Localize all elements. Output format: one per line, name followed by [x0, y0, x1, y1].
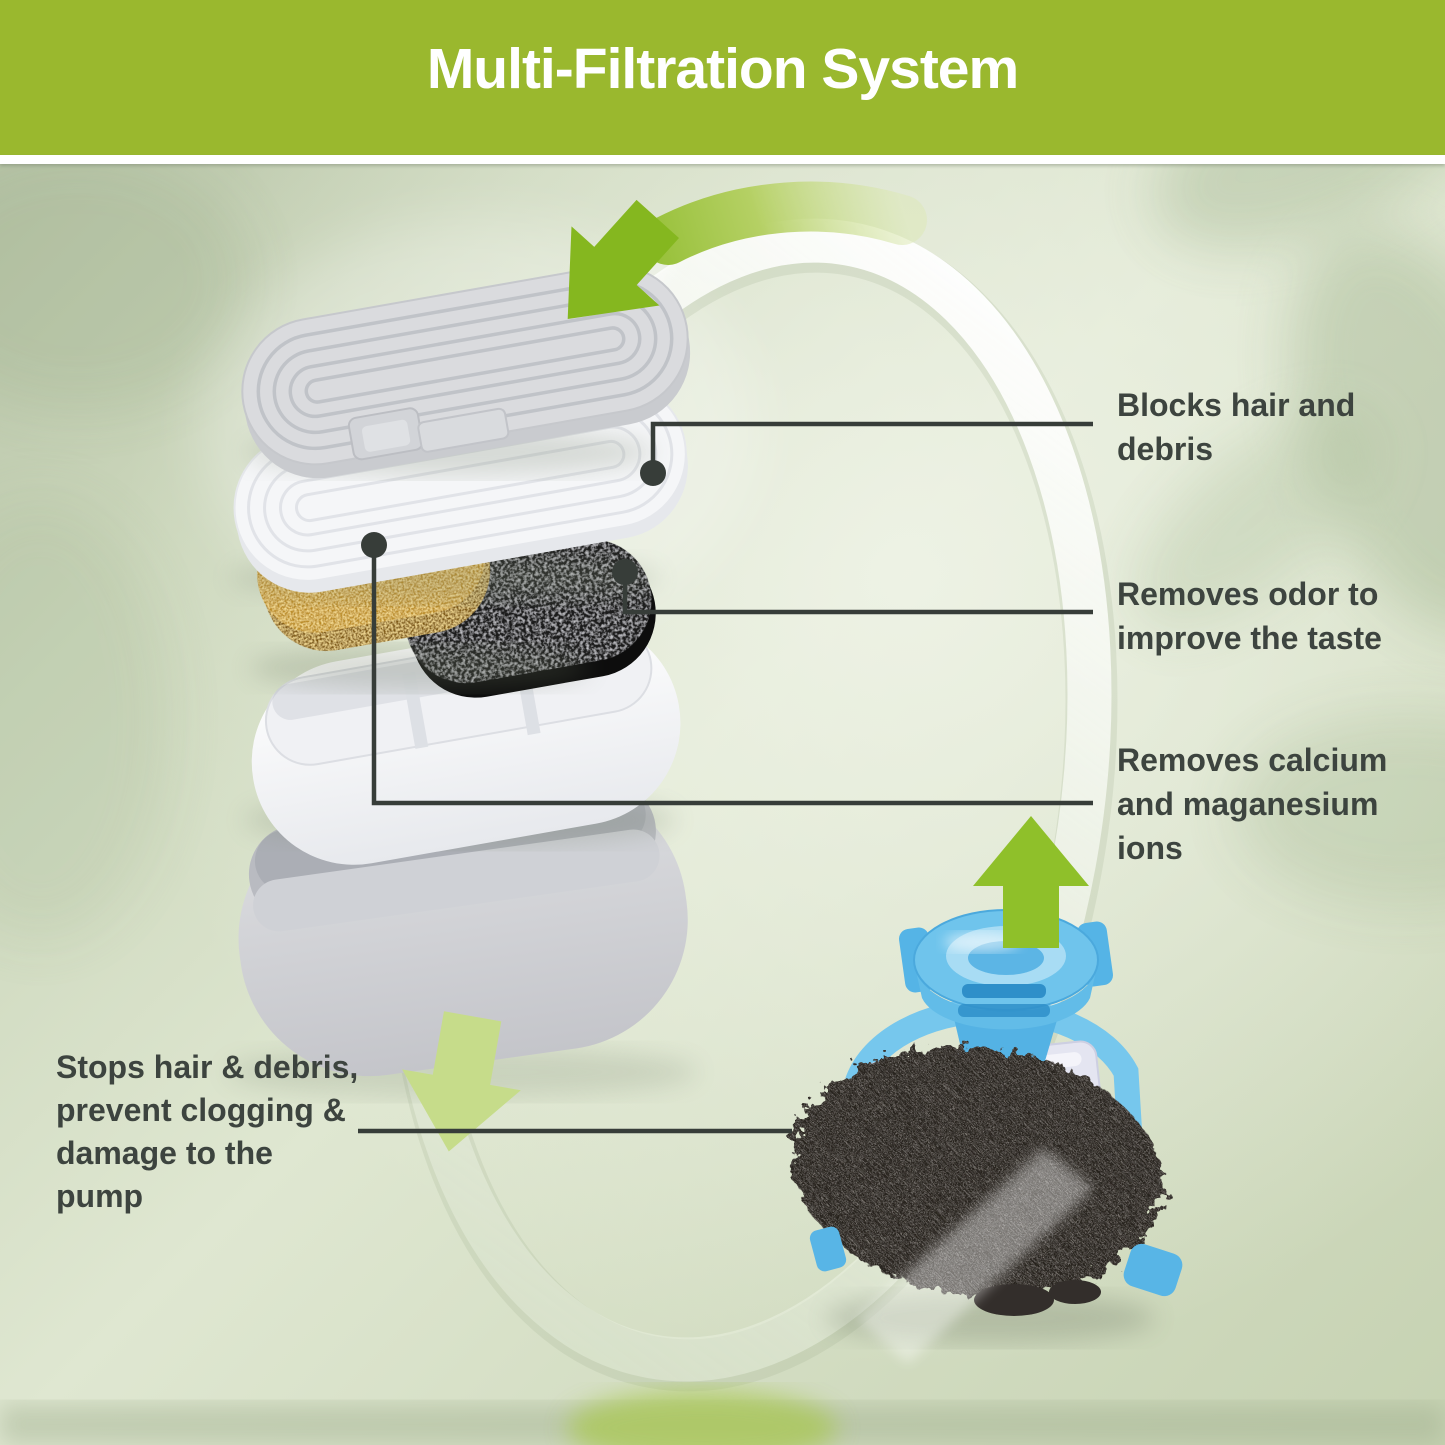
callout-line: Removes odor to [1117, 576, 1379, 612]
callout-line: prevent clogging & [56, 1092, 346, 1128]
callout-line: debris [1117, 431, 1214, 467]
arrow-down-icon [402, 1011, 521, 1152]
pump-foot [974, 1284, 1054, 1316]
pump-foot [1049, 1280, 1101, 1304]
leader-carbon [622, 572, 1093, 615]
callout-line: Blocks hair and [1117, 387, 1356, 423]
pump-assembly [793, 909, 1183, 1364]
lid-latch [347, 407, 510, 461]
leader-lid [650, 421, 1093, 473]
callout-line: ions [1117, 830, 1183, 866]
header-banner [0, 0, 1445, 155]
arrow-down-left-icon [567, 199, 680, 319]
callout-line: Removes calcium [1117, 742, 1388, 778]
pump-beam [856, 1148, 1094, 1364]
callout-resin: Removes calcium and maganesium ions [1117, 738, 1387, 870]
pump-blue-foot [1123, 1243, 1183, 1297]
filter-stack [227, 264, 697, 1098]
leader-resin [371, 545, 1093, 806]
callout-line: damage to the [56, 1135, 273, 1171]
green-glow [567, 1390, 837, 1445]
callout-line: and maganesium [1117, 786, 1379, 822]
pump-sponge [793, 1046, 1163, 1298]
callout-line: Stops hair & debris, [56, 1049, 359, 1085]
callout-carbon: Removes odor to improve the taste [1117, 572, 1382, 660]
callout-line: pump [56, 1178, 144, 1214]
arrow-tail [643, 181, 927, 265]
callout-line: improve the taste [1117, 620, 1382, 656]
pump-blue-foot [809, 1226, 847, 1272]
page-title: Multi-Filtration System [426, 37, 1019, 101]
flow-arrows [402, 181, 1089, 1445]
callout-dots [361, 460, 666, 585]
arrow-up-icon [973, 816, 1089, 948]
header-divider [0, 155, 1445, 164]
callout-pump: Stops hair & debris, prevent clogging & … [56, 1046, 358, 1218]
callout-lines [358, 421, 1093, 1134]
callout-lid: Blocks hair and debris [1117, 383, 1355, 471]
